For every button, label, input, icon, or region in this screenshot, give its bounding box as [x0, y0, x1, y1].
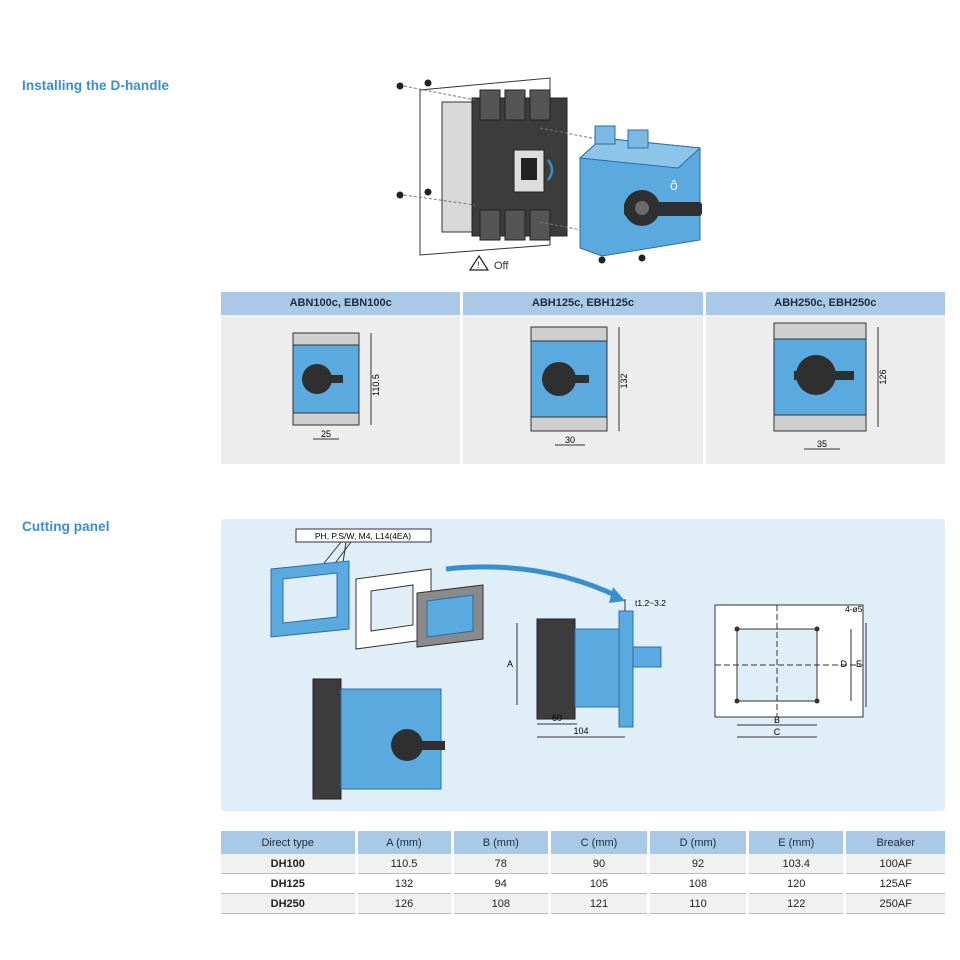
table-header-row: Direct type A (mm) B (mm) C (mm) D (mm) … [221, 831, 945, 854]
section-heading-installing: Installing the D-handle [22, 78, 170, 93]
table-cell: DH125 [221, 873, 358, 894]
height-dim-label: 126 [878, 369, 888, 384]
dimensions-table: Direct type A (mm) B (mm) C (mm) D (mm) … [221, 831, 945, 914]
breaker-body [441, 89, 568, 241]
table-cell: 125AF [844, 873, 945, 894]
height-dim-label: 132 [619, 373, 629, 388]
table-cell: 105 [549, 873, 650, 894]
table-cell: 100AF [844, 854, 945, 874]
table-cell: 132 [356, 873, 454, 894]
height-dim-label: 110.5 [371, 374, 381, 396]
variant-table: ABN100c, EBN100c 110.5 25 ABH125c, EBH12… [221, 292, 945, 464]
table-cell: 108 [648, 873, 749, 894]
screw-icons [396, 79, 646, 264]
dim-b-label: B [774, 715, 780, 725]
cutting-diagram: PH, P.S/W, M4, L14(4EA) t1.2~3.2 A 60 10… [270, 528, 867, 800]
cutting-panel-illustration: PH, P.S/W, M4, L14(4EA) t1.2~3.2 A 60 10… [221, 519, 945, 811]
dim-c-label: C [774, 727, 781, 737]
column-header: Breaker [844, 831, 945, 854]
table-cell: 103.4 [747, 854, 847, 874]
hole-label: 4-ø5 [845, 604, 863, 614]
variant-column-2: ABH125c, EBH125c 132 30 [463, 292, 703, 464]
off-label: Off [494, 260, 509, 272]
variant-drawing-2: 132 30 [530, 326, 629, 446]
width-dim-label: 35 [817, 439, 827, 449]
table-cell: 94 [452, 873, 552, 894]
table-cell: 122 [747, 893, 847, 914]
column-header: A (mm) [356, 831, 454, 854]
variant-drawing-1: 110.5 25 [292, 332, 381, 440]
variant-title: ABN100c, EBN100c [221, 292, 461, 315]
column-header: C (mm) [549, 831, 650, 854]
dim-a-label: A [507, 659, 513, 669]
table-cell: 120 [747, 873, 847, 894]
table-cell: DH100 [221, 854, 358, 874]
d-handle: ô [578, 125, 702, 257]
dim-60-label: 60 [552, 713, 562, 723]
variant-drawing-3: 126 35 [773, 322, 888, 450]
width-dim-label: 25 [321, 429, 331, 439]
width-dim-label: 30 [565, 435, 575, 445]
table-cell: 90 [549, 854, 650, 874]
table-cell: 108 [452, 893, 552, 914]
table-cell: 126 [356, 893, 454, 914]
dim-e-label: E [856, 659, 862, 669]
install-illustration: ô ! Off [396, 77, 702, 272]
variant-column-1: ABN100c, EBN100c 110.5 25 [221, 292, 461, 464]
table-cell: 121 [549, 893, 650, 914]
table-cell: 110.5 [356, 854, 454, 874]
column-header: B (mm) [452, 831, 552, 854]
svg-text:!: ! [477, 260, 480, 270]
screw-callout: PH, P.S/W, M4, L14(4EA) [315, 531, 411, 541]
table-cell: 92 [648, 854, 749, 874]
table-cell: 78 [452, 854, 552, 874]
warning-triangle-icon: ! [468, 254, 490, 271]
column-header: E (mm) [747, 831, 847, 854]
variant-column-3: ABH250c, EBH250c 126 35 [705, 292, 945, 464]
table-cell: 250AF [844, 893, 945, 914]
column-header: Direct type [221, 831, 358, 854]
dim-104-label: 104 [573, 726, 588, 736]
section-heading-cutting: Cutting panel [22, 519, 110, 534]
column-header: D (mm) [648, 831, 749, 854]
thickness-label: t1.2~3.2 [635, 598, 666, 608]
table-cell: 110 [648, 893, 749, 914]
table-row: DH250 126 108 121 110 122 250AF [221, 893, 945, 914]
variant-title: ABH125c, EBH125c [463, 292, 703, 315]
table-cell: DH250 [221, 893, 358, 914]
svg-text:ô: ô [670, 177, 678, 193]
variant-title: ABH250c, EBH250c [705, 292, 945, 315]
table-row: DH100 110.5 78 90 92 103.4 100AF [221, 854, 945, 874]
dim-d-label: D [841, 659, 848, 669]
table-row: DH125 132 94 105 108 120 125AF [221, 873, 945, 894]
